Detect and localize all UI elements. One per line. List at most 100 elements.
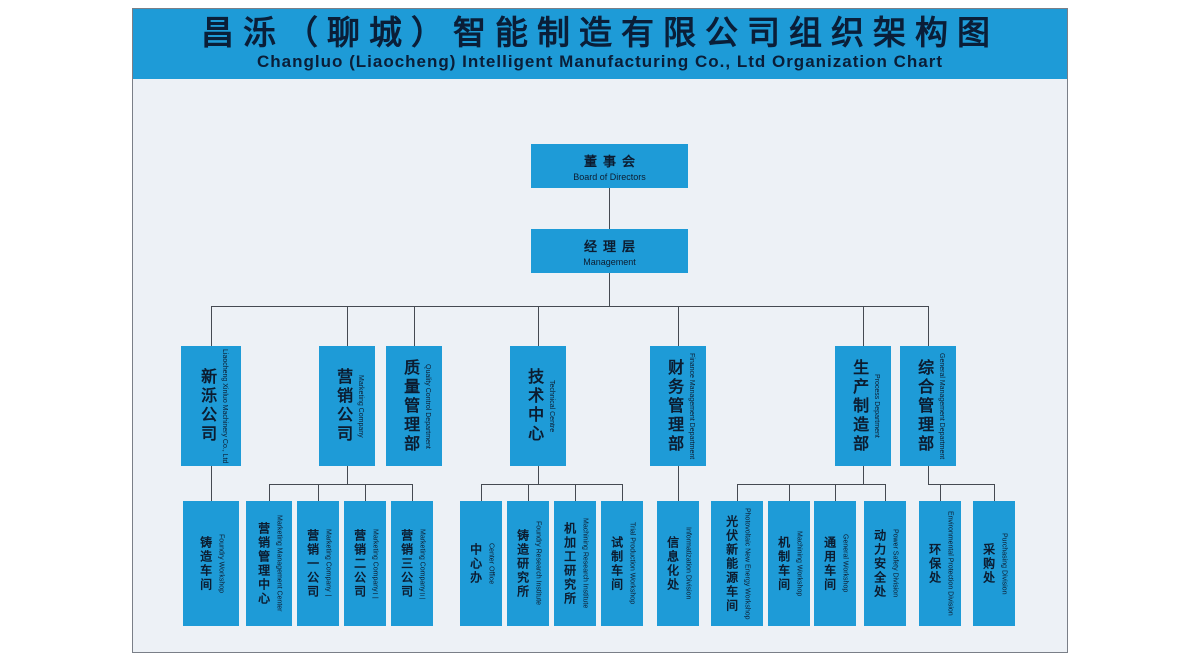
node-label-zh: 信息化处 bbox=[665, 535, 680, 592]
node-label-zh: 机加工研究所 bbox=[562, 521, 577, 606]
page-subtitle: Changluo (Liaocheng) Intelligent Manufac… bbox=[257, 51, 943, 71]
connector-line bbox=[737, 484, 738, 501]
node-trial-production-workshop: 试制车间 Trial Production Workshop bbox=[601, 501, 643, 626]
node-photovoltaic-new-energy-workshop: 光伏新能源车间 Photovoltaic New Energy Workshop bbox=[711, 501, 763, 626]
node-general-workshop: 通用车间 General Workshop bbox=[814, 501, 856, 626]
node-label-en: Foundry Research Institute bbox=[534, 521, 542, 606]
node-label-zh: 采购处 bbox=[981, 542, 996, 585]
node-production-department: 生产制造部 Process Department bbox=[835, 346, 891, 466]
node-label-en: Trial Production Workshop bbox=[628, 522, 636, 605]
chart-header: 昌泺（聊城）智能制造有限公司组织架构图 Changluo (Liaocheng)… bbox=[133, 9, 1067, 79]
connector-technical-stem bbox=[538, 466, 539, 484]
connector-drop-finance bbox=[678, 306, 679, 346]
node-label-zh: 董事会 bbox=[583, 153, 641, 169]
node-power-safety-division: 动力安全处 Power Safety Division bbox=[864, 501, 906, 626]
node-label-en: Marketing Company bbox=[356, 374, 364, 438]
node-label-en: Marketing Company二 bbox=[371, 528, 379, 599]
node-label-en: Liaocheng Xinluo Machinery Co., Ltd bbox=[220, 348, 228, 464]
node-label-zh: 试制车间 bbox=[609, 535, 624, 592]
node-label-zh: 质量管理部 bbox=[401, 358, 419, 454]
connector-production-bus bbox=[737, 484, 885, 485]
node-finance-management-department: 财务管理部 Finance Management Department bbox=[650, 346, 706, 466]
connector-line bbox=[622, 484, 623, 501]
connector-line bbox=[835, 484, 836, 501]
node-label-en: Technical Centre bbox=[547, 379, 555, 433]
node-center-office: 中心办 Center Office bbox=[460, 501, 502, 626]
connector-line bbox=[318, 484, 319, 501]
node-label-en: Purchasing Division bbox=[1000, 532, 1008, 595]
node-label-en: Informatization Division bbox=[684, 527, 692, 600]
page-title: 昌泺（聊城）智能制造有限公司组织架构图 bbox=[201, 14, 999, 52]
node-marketing-company-3: 营销三公司 Marketing Company三 bbox=[391, 501, 433, 626]
connector-xinluo-child bbox=[211, 466, 212, 501]
node-label-en: Machining Research Institute bbox=[581, 518, 589, 609]
node-label-zh: 经理层 bbox=[583, 238, 641, 254]
node-label-zh: 机制车间 bbox=[776, 535, 791, 592]
node-label-zh: 营销管理中心 bbox=[256, 521, 271, 606]
connector-management-stem bbox=[609, 273, 610, 306]
node-label-en: General Management Department bbox=[937, 352, 945, 460]
connector-marketing-stem bbox=[347, 466, 348, 484]
node-board-of-directors: 董事会 Board of Directors bbox=[531, 144, 688, 188]
node-label-en: Management bbox=[583, 256, 636, 267]
connector-line bbox=[365, 484, 366, 501]
node-label-en: General Workshop bbox=[841, 534, 849, 593]
node-purchasing-division: 采购处 Purchasing Division bbox=[973, 501, 1015, 626]
node-label-en: Marketing Company一 bbox=[324, 528, 332, 599]
node-foundry-workshop: 铸造车间 Foundry Workshop bbox=[183, 501, 239, 626]
connector-drop-marketing bbox=[347, 306, 348, 346]
node-machining-research-institute: 机加工研究所 Machining Research Institute bbox=[554, 501, 596, 626]
node-label-en: Process Department bbox=[872, 374, 880, 438]
connector-drop-technical bbox=[538, 306, 539, 346]
node-label-zh: 营销一公司 bbox=[305, 528, 320, 599]
connector-line bbox=[269, 484, 270, 501]
node-label-en: Foundry Workshop bbox=[217, 533, 225, 593]
connector-line bbox=[940, 484, 941, 501]
connector-finance-child bbox=[678, 466, 679, 501]
node-label-zh: 新泺公司 bbox=[198, 368, 216, 444]
node-quality-control-department: 质量管理部 Quality Control Department bbox=[386, 346, 442, 466]
node-label-zh: 铸造车间 bbox=[198, 535, 213, 592]
connector-drop-production bbox=[863, 306, 864, 346]
node-environmental-protection-division: 环保处 Environmental Protection Division bbox=[919, 501, 961, 626]
node-label-zh: 技术中心 bbox=[525, 368, 543, 444]
node-label-en: Center Office bbox=[487, 542, 495, 585]
node-label-zh: 营销二公司 bbox=[352, 528, 367, 599]
connector-line bbox=[528, 484, 529, 501]
node-foundry-research-institute: 铸造研究所 Foundry Research Institute bbox=[507, 501, 549, 626]
connector-line bbox=[481, 484, 482, 501]
connector-drop-general bbox=[928, 306, 929, 346]
connector-production-stem bbox=[863, 466, 864, 484]
node-marketing-management-center: 营销管理中心 Marketing Management Center bbox=[246, 501, 292, 626]
node-label-zh: 营销三公司 bbox=[399, 528, 414, 599]
node-label-zh: 综合管理部 bbox=[915, 358, 933, 454]
connector-line bbox=[575, 484, 576, 501]
node-management: 经理层 Management bbox=[531, 229, 688, 273]
node-label-zh: 生产制造部 bbox=[850, 358, 868, 454]
node-marketing-company-1: 营销一公司 Marketing Company一 bbox=[297, 501, 339, 626]
node-label-zh: 环保处 bbox=[927, 542, 942, 585]
node-label-en: Quality Control Department bbox=[423, 363, 431, 449]
connector-line bbox=[412, 484, 413, 501]
connector-level2-bus bbox=[211, 306, 928, 307]
node-informatization-division: 信息化处 Informatization Division bbox=[657, 501, 699, 626]
node-machining-workshop: 机制车间 Machining Workshop bbox=[768, 501, 810, 626]
node-technical-centre: 技术中心 Technical Centre bbox=[510, 346, 566, 466]
node-label-en: Marketing Company三 bbox=[418, 528, 426, 599]
node-label-en: Finance Management Department bbox=[687, 352, 695, 460]
node-marketing-company: 营销公司 Marketing Company bbox=[319, 346, 375, 466]
node-label-en: Photovoltaic New Energy Workshop bbox=[743, 507, 751, 620]
node-label-zh: 财务管理部 bbox=[665, 358, 683, 454]
node-marketing-company-2: 营销二公司 Marketing Company二 bbox=[344, 501, 386, 626]
connector-drop-quality bbox=[414, 306, 415, 346]
connector-general-stem bbox=[928, 466, 929, 484]
connector-marketing-bus bbox=[269, 484, 412, 485]
connector-line bbox=[885, 484, 886, 501]
connector-line bbox=[789, 484, 790, 501]
connector-root-management bbox=[609, 188, 610, 229]
node-label-en: Environmental Protection Division bbox=[946, 511, 954, 616]
node-label-zh: 铸造研究所 bbox=[515, 528, 530, 599]
node-label-en: Board of Directors bbox=[573, 171, 646, 182]
node-label-en: Power Safety Division bbox=[891, 529, 899, 598]
